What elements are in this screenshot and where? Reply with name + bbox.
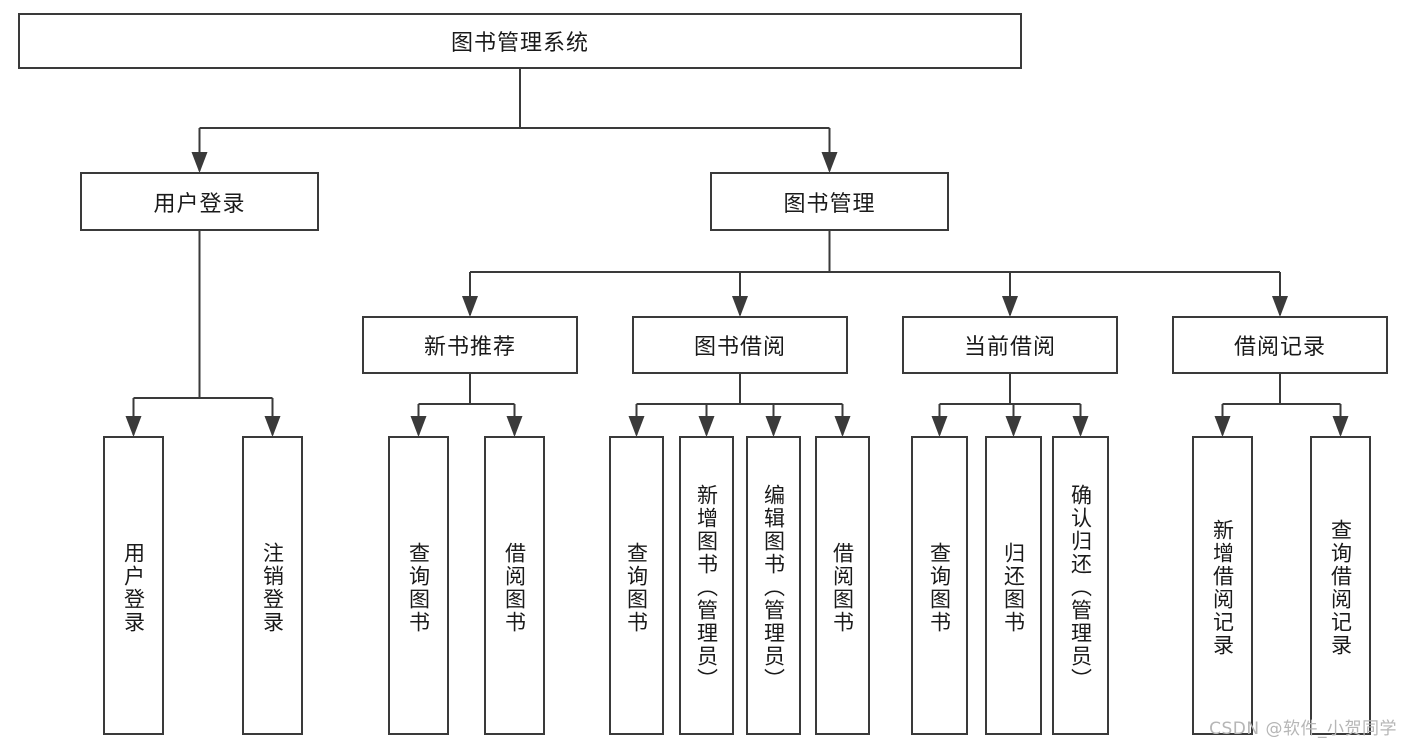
arrowhead-icon <box>1272 296 1288 317</box>
node-leaf-add-record[interactable]: 新增借阅记录 <box>1192 436 1253 735</box>
node-label: 查询图书 <box>406 541 431 634</box>
node-leaf-return-book[interactable]: 归还图书 <box>985 436 1042 735</box>
arrowhead-icon <box>765 416 782 437</box>
node-book-borrow[interactable]: 图书借阅 <box>632 316 848 374</box>
arrowhead-icon <box>628 416 645 437</box>
node-label: 确认归还（管理员） <box>1068 484 1093 691</box>
node-label: 图书管理 <box>783 191 876 217</box>
node-label: 借阅图书 <box>502 541 527 634</box>
arrowhead-icon <box>1332 416 1349 437</box>
node-leaf-query-book-1[interactable]: 查询图书 <box>388 436 449 735</box>
arrowhead-icon <box>264 416 281 437</box>
node-new-book-rec[interactable]: 新书推荐 <box>362 316 578 374</box>
node-book-manage[interactable]: 图书管理 <box>710 172 949 231</box>
node-label: 用户登录 <box>121 541 146 634</box>
node-label: 当前借阅 <box>963 335 1056 360</box>
node-leaf-borrow-book-1[interactable]: 借阅图书 <box>484 436 545 735</box>
arrowhead-icon <box>1214 416 1231 437</box>
arrowhead-icon <box>462 296 478 317</box>
node-label: 借阅记录 <box>1233 335 1326 360</box>
arrowhead-icon <box>732 296 748 317</box>
node-label: 新增图书（管理员） <box>694 484 719 691</box>
arrowhead-icon <box>410 416 427 437</box>
node-leaf-edit-book[interactable]: 编辑图书（管理员） <box>746 436 801 735</box>
arrowhead-icon <box>191 152 208 173</box>
node-label: 图书管理系统 <box>450 31 589 56</box>
node-leaf-borrow-book-2[interactable]: 借阅图书 <box>815 436 870 735</box>
node-label: 借阅图书 <box>830 541 855 634</box>
arrowhead-icon <box>125 416 142 437</box>
arrowhead-icon <box>931 416 948 437</box>
node-label: 新增借阅记录 <box>1210 518 1235 657</box>
node-leaf-confirm-return[interactable]: 确认归还（管理员） <box>1052 436 1109 735</box>
arrowhead-icon <box>506 416 523 437</box>
arrowhead-icon <box>821 152 838 173</box>
arrowhead-icon <box>834 416 851 437</box>
node-leaf-query-record[interactable]: 查询借阅记录 <box>1310 436 1371 735</box>
node-label: 注销登录 <box>260 541 285 634</box>
node-current-borrow[interactable]: 当前借阅 <box>902 316 1118 374</box>
arrowhead-icon <box>1072 416 1089 437</box>
node-borrow-record[interactable]: 借阅记录 <box>1172 316 1388 374</box>
node-label: 查询图书 <box>927 541 952 634</box>
arrowhead-icon <box>698 416 715 437</box>
node-user-login[interactable]: 用户登录 <box>80 172 319 231</box>
node-label: 新书推荐 <box>423 335 516 360</box>
node-label: 用户登录 <box>153 191 246 217</box>
node-leaf-query-book-3[interactable]: 查询图书 <box>911 436 968 735</box>
node-leaf-user-login[interactable]: 用户登录 <box>103 436 164 735</box>
node-label: 编辑图书（管理员） <box>761 484 786 691</box>
node-leaf-query-book-2[interactable]: 查询图书 <box>609 436 664 735</box>
node-root[interactable]: 图书管理系统 <box>18 13 1022 69</box>
arrowhead-icon <box>1002 296 1018 317</box>
node-label: 图书借阅 <box>693 335 786 360</box>
node-label: 查询图书 <box>624 541 649 634</box>
node-leaf-logout[interactable]: 注销登录 <box>242 436 303 735</box>
node-leaf-add-book[interactable]: 新增图书（管理员） <box>679 436 734 735</box>
node-label: 查询借阅记录 <box>1328 518 1353 657</box>
arrowhead-icon <box>1005 416 1022 437</box>
node-label: 归还图书 <box>1001 541 1026 634</box>
